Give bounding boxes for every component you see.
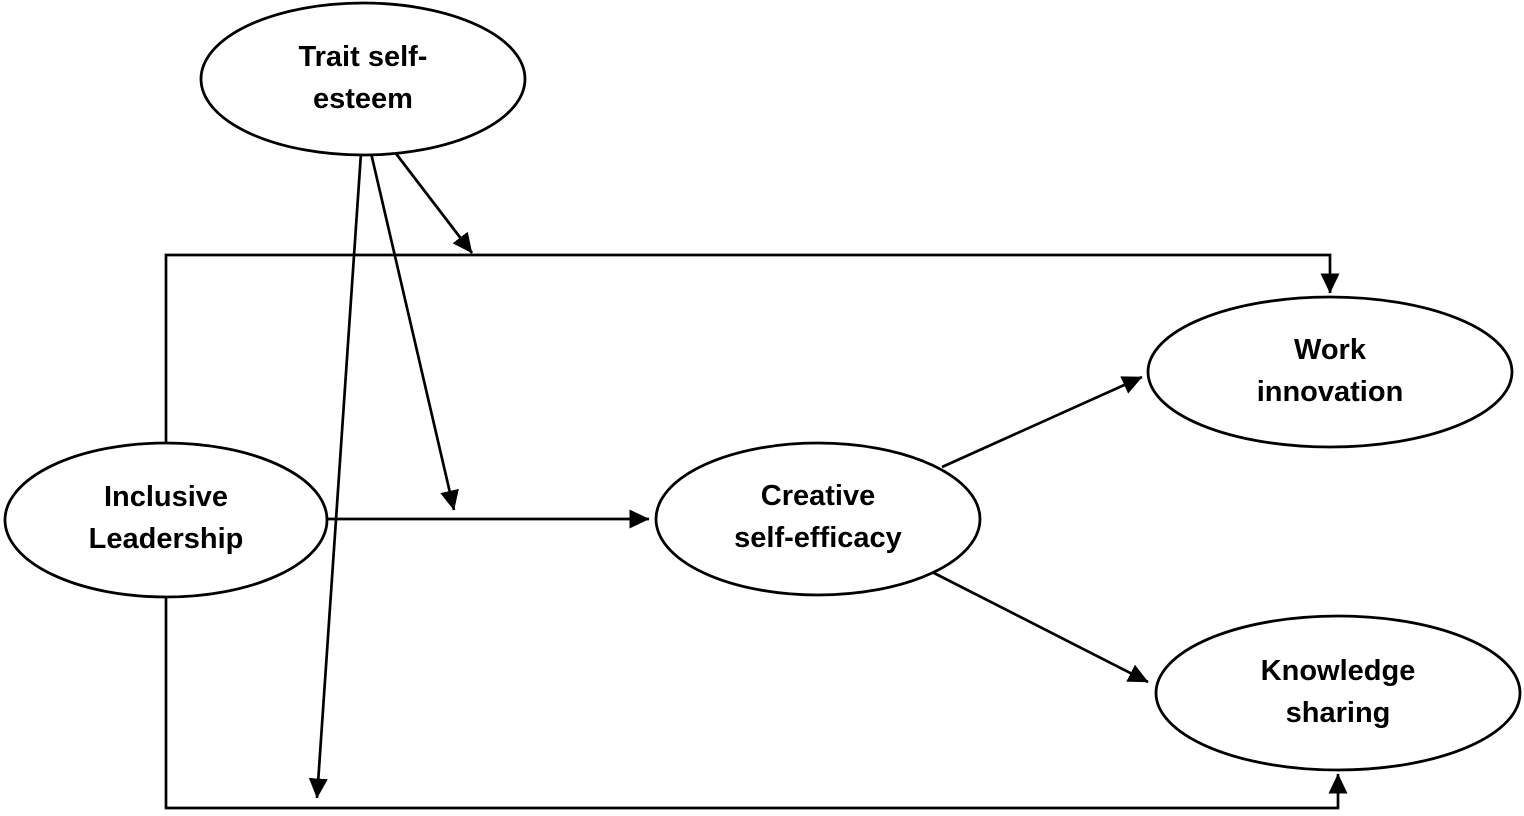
arrow-inclusive-leadership-to-knowledge-sharing <box>164 596 1348 810</box>
moderation-arrow-trait-self-esteem-on-il-wi-path <box>392 150 474 254</box>
arrow-inclusive-leadership-to-work-innovation <box>164 253 1340 444</box>
work-innovation-ellipse <box>1146 295 1514 449</box>
inclusive-leadership-label-line-1: Inclusive <box>104 481 228 513</box>
inclusive-leadership-label-line-2: Leadership <box>89 523 244 555</box>
trait-self-esteem-ellipse <box>199 1 527 157</box>
node-inclusive-leadership: Inclusive Leadership <box>3 441 329 599</box>
inclusive-leadership-ellipse <box>3 441 329 599</box>
node-creative-self-efficacy: Creative self-efficacy <box>654 441 982 597</box>
node-knowledge-sharing: Knowledge sharing <box>1154 614 1522 772</box>
work-innovation-label-line-2: innovation <box>1257 376 1404 408</box>
trait-self-esteem-label-line-2: esteem <box>313 83 413 115</box>
arrow-creative-self-efficacy-to-knowledge-sharing <box>931 570 1149 684</box>
creative-self-efficacy-label-line-1: Creative <box>761 480 875 512</box>
work-innovation-label-line-1: Work <box>1294 334 1367 366</box>
trait-self-esteem-label-line-1: Trait self- <box>299 41 428 73</box>
creative-self-efficacy-ellipse <box>654 441 982 597</box>
creative-self-efficacy-label-line-2: self-efficacy <box>734 522 902 554</box>
knowledge-sharing-ellipse <box>1154 614 1522 772</box>
node-trait-self-esteem: Trait self- esteem <box>199 1 527 157</box>
knowledge-sharing-label-line-1: Knowledge <box>1261 655 1416 687</box>
knowledge-sharing-label-line-2: sharing <box>1286 697 1391 729</box>
moderation-arrow-trait-self-esteem-on-il-ks-path <box>308 152 363 799</box>
arrow-creative-self-efficacy-to-work-innovation <box>941 375 1143 469</box>
moderation-arrow-trait-self-esteem-on-il-cse-path <box>369 152 459 511</box>
node-work-innovation: Work innovation <box>1146 295 1514 449</box>
